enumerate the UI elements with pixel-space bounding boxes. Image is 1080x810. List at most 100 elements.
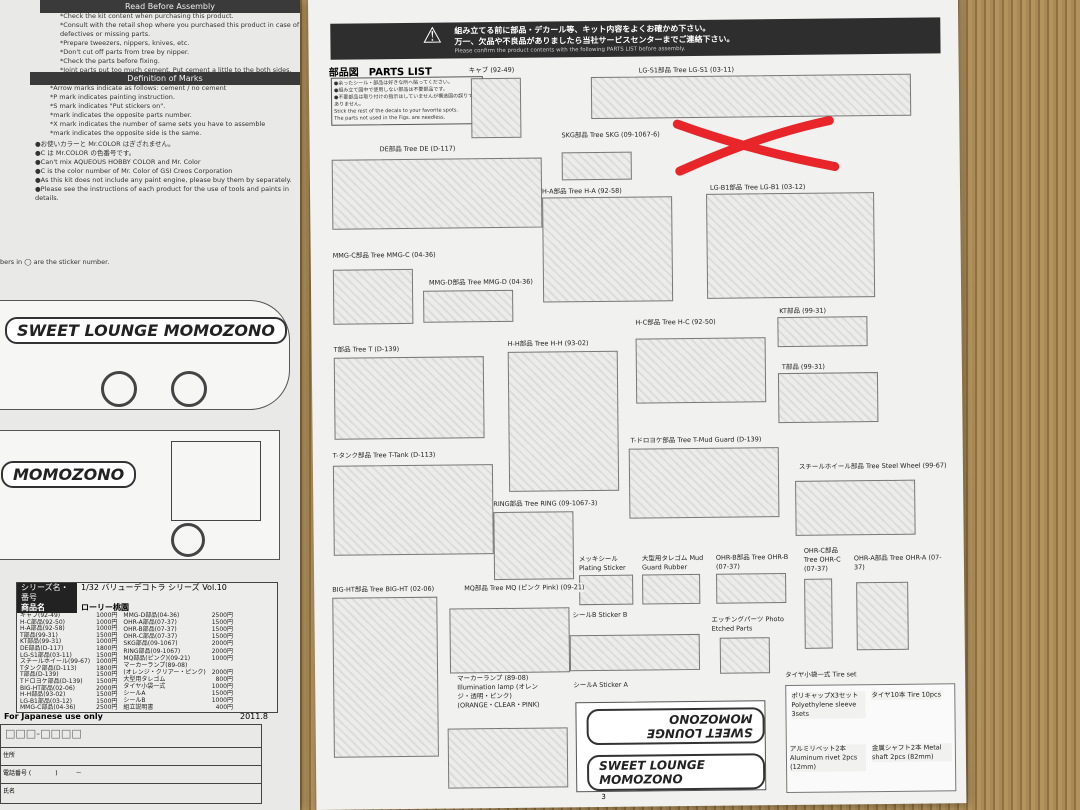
truck-front-illustration: MOMOZONO (0, 430, 280, 560)
part-name: タイヤ小袋一式 (123, 682, 166, 690)
part-name: T部品(99-31) (20, 631, 58, 639)
part-label: アルミリベット2本 Aluminum rivet 2pcs (12mm) (789, 744, 867, 772)
part-label: タイヤ10本 Tire 10pcs (871, 690, 942, 701)
price: 1500円 (211, 633, 234, 641)
part-label: OHR-A部品 Tree OHR-A (07-37) (853, 553, 945, 573)
right-page: ⚠ 組み立てる前に部品・デカール等、キット内容をよくお確かめ下さい。 万一、欠品… (308, 0, 967, 810)
warning-en: Please confirm the product contents with… (454, 46, 686, 55)
part-name: H-H部品(93-02) (20, 691, 66, 699)
warning-icon: ⚠ (422, 23, 443, 49)
read-line: *Prepare tweezers, nippers, knives, etc. (60, 39, 190, 47)
price-row: マーカーランプ(89-08) (120, 662, 236, 669)
part-label: T部品 Tree T (D-139) (333, 345, 400, 355)
price: 1000円 (211, 682, 234, 690)
parts-tree-drawing (333, 356, 485, 440)
note: The parts not used in the Figs. are need… (334, 114, 446, 122)
part-label: MQ部品 Tree MQ (ピンク Pink) (09-21) (464, 583, 585, 594)
mark-line: *mark indicates the opposite side is the… (50, 129, 202, 137)
parts-tree-drawing (856, 581, 909, 651)
postal-code-field[interactable]: □□□-□□□□ (5, 727, 82, 740)
parts-tree-drawing (579, 574, 634, 606)
price: 1500円 (96, 671, 118, 679)
parts-tree-drawing (561, 151, 632, 181)
price: 1500円 (96, 631, 118, 639)
part-label: スチールホイール部品 Tree Steel Wheel (99-67) (798, 461, 947, 472)
part-label: エッチングパーツ Photo Etched Parts (711, 614, 802, 634)
price: 1500円 (96, 677, 118, 685)
price-row: タイヤ小袋一式 1000円 (120, 682, 236, 691)
part-name: T部品(D-139) (20, 671, 59, 679)
price-row: T部品(99-31) 1500円 (17, 631, 120, 640)
phone-field[interactable]: 電話番号 ( ) － (1, 765, 261, 783)
address-field[interactable]: 住所 (1, 747, 261, 765)
price: 800円 (215, 675, 234, 683)
price-row: LG-B1部品(03-12)1500円 (17, 698, 120, 706)
edition-date: 2011.8 (240, 712, 268, 721)
note: ●不要部品は取り付けの指示はしていませんが構造図の誤りではありません。 (333, 93, 479, 108)
price-row: Tドロヨケ部品(D-139)1500円 (17, 677, 120, 686)
part-label: H-A部品 Tree H-A (92-58) (541, 186, 622, 197)
part-name: LG-S1部品(03-11) (20, 651, 72, 659)
part-label: H-C部品 Tree H-C (92-50) (635, 317, 716, 328)
part-label: メッキシール Plating Sticker (578, 554, 638, 574)
parts-tree-drawing (331, 157, 543, 230)
parts-tree-drawing (332, 464, 494, 556)
sticker-logo-inverted: SWEET LOUNGE MOMOZONO (586, 707, 765, 746)
price: 2000円 (96, 684, 118, 692)
part-label: MMG-D部品 Tree MMG-D (04-36) (428, 277, 533, 288)
color-line: ●C is the color number of Mr. Color of G… (35, 167, 233, 175)
product-value: ローリー桃園 (81, 603, 129, 612)
price: 400円 (215, 704, 234, 712)
price: 1500円 (211, 689, 234, 697)
price-row: OHR-C部品(07-37)1500円 (120, 634, 236, 641)
part-label: OHR-C部品 Tree OHR-C (07-37) (803, 546, 851, 574)
read-line: *Check the kit content when purchasing t… (60, 12, 234, 20)
warning-banner: ⚠ 組み立てる前に部品・デカール等、キット内容をよくお確かめ下さい。 万一、欠品… (330, 17, 941, 60)
parts-tree-drawing (590, 73, 912, 120)
price-row: DE部品(D-117)1800円 (17, 645, 120, 653)
price: 1000円 (211, 696, 234, 704)
parts-tree-drawing (332, 268, 414, 325)
mark-line: *P mark indicates painting instruction. (50, 93, 175, 101)
read-line: *Check the parts before fixing. (60, 57, 160, 65)
price: 1800円 (96, 664, 118, 672)
mark-line: *mark indicates the opposite parts numbe… (50, 111, 192, 119)
sticker-note: bers in ◯ are the sticker number. (0, 258, 110, 266)
part-name: SKG部品(09-1067) (123, 640, 178, 648)
part-label: シールB Sticker B (572, 610, 628, 621)
read-before-header: Read Before Assembly (40, 0, 300, 13)
series-value: 1/32 バリューデコトラ シリーズ Vol.10 (81, 583, 227, 592)
price: 1000円 (96, 612, 118, 619)
parts-tree-drawing (642, 573, 701, 605)
price-row: KT部品(99-31)1000円 (17, 639, 120, 646)
truck-side-illustration: SWEET LOUNGE MOMOZONO (0, 300, 290, 410)
parts-tree-drawing (795, 479, 916, 536)
part-label: マーカーランプ (89-08) Illumination lamp (オレンジ・… (457, 673, 548, 711)
price-row: T部品(D-139) 1500円 (17, 672, 120, 679)
part-name: BIG-HT部品(02-06) (20, 684, 75, 692)
parts-tree-drawing (706, 192, 876, 299)
part-name: キャブ(92-49) (20, 612, 61, 619)
parts-tree-drawing (628, 447, 780, 519)
parts-tree-drawing (804, 578, 833, 649)
part-name: H-A部品(92-58) (20, 625, 65, 633)
part-label: シールA Sticker A (573, 680, 629, 691)
parts-tree-drawing (449, 607, 571, 674)
name-field[interactable]: 氏名 (1, 783, 261, 801)
part-label: キャブ (92-49) (468, 65, 515, 76)
part-name: (オレンジ・クリアー・ピンク) (123, 668, 206, 676)
wheel (171, 371, 207, 407)
part-label: 金属シャフト2本 Metal shaft 2pcs (82mm) (871, 743, 953, 763)
part-name: OHR-A部品(07-37) (123, 619, 177, 627)
price-row: キャブ(92-49) 1000円 (17, 612, 120, 620)
price-row: Tタンク部品(D-113)1800円 (17, 664, 120, 673)
price-row: MMG-C部品(04-36)2500円 (17, 705, 120, 712)
part-label: LG-B1部品 Tree LG-B1 (03-12) (709, 182, 806, 193)
part-name: シールB (123, 696, 146, 704)
part-label: RING部品 Tree RING (09-1067-3) (493, 498, 598, 510)
price: 2000円 (211, 668, 234, 676)
read-line: *Consult with the retail shop where you … (60, 21, 300, 38)
